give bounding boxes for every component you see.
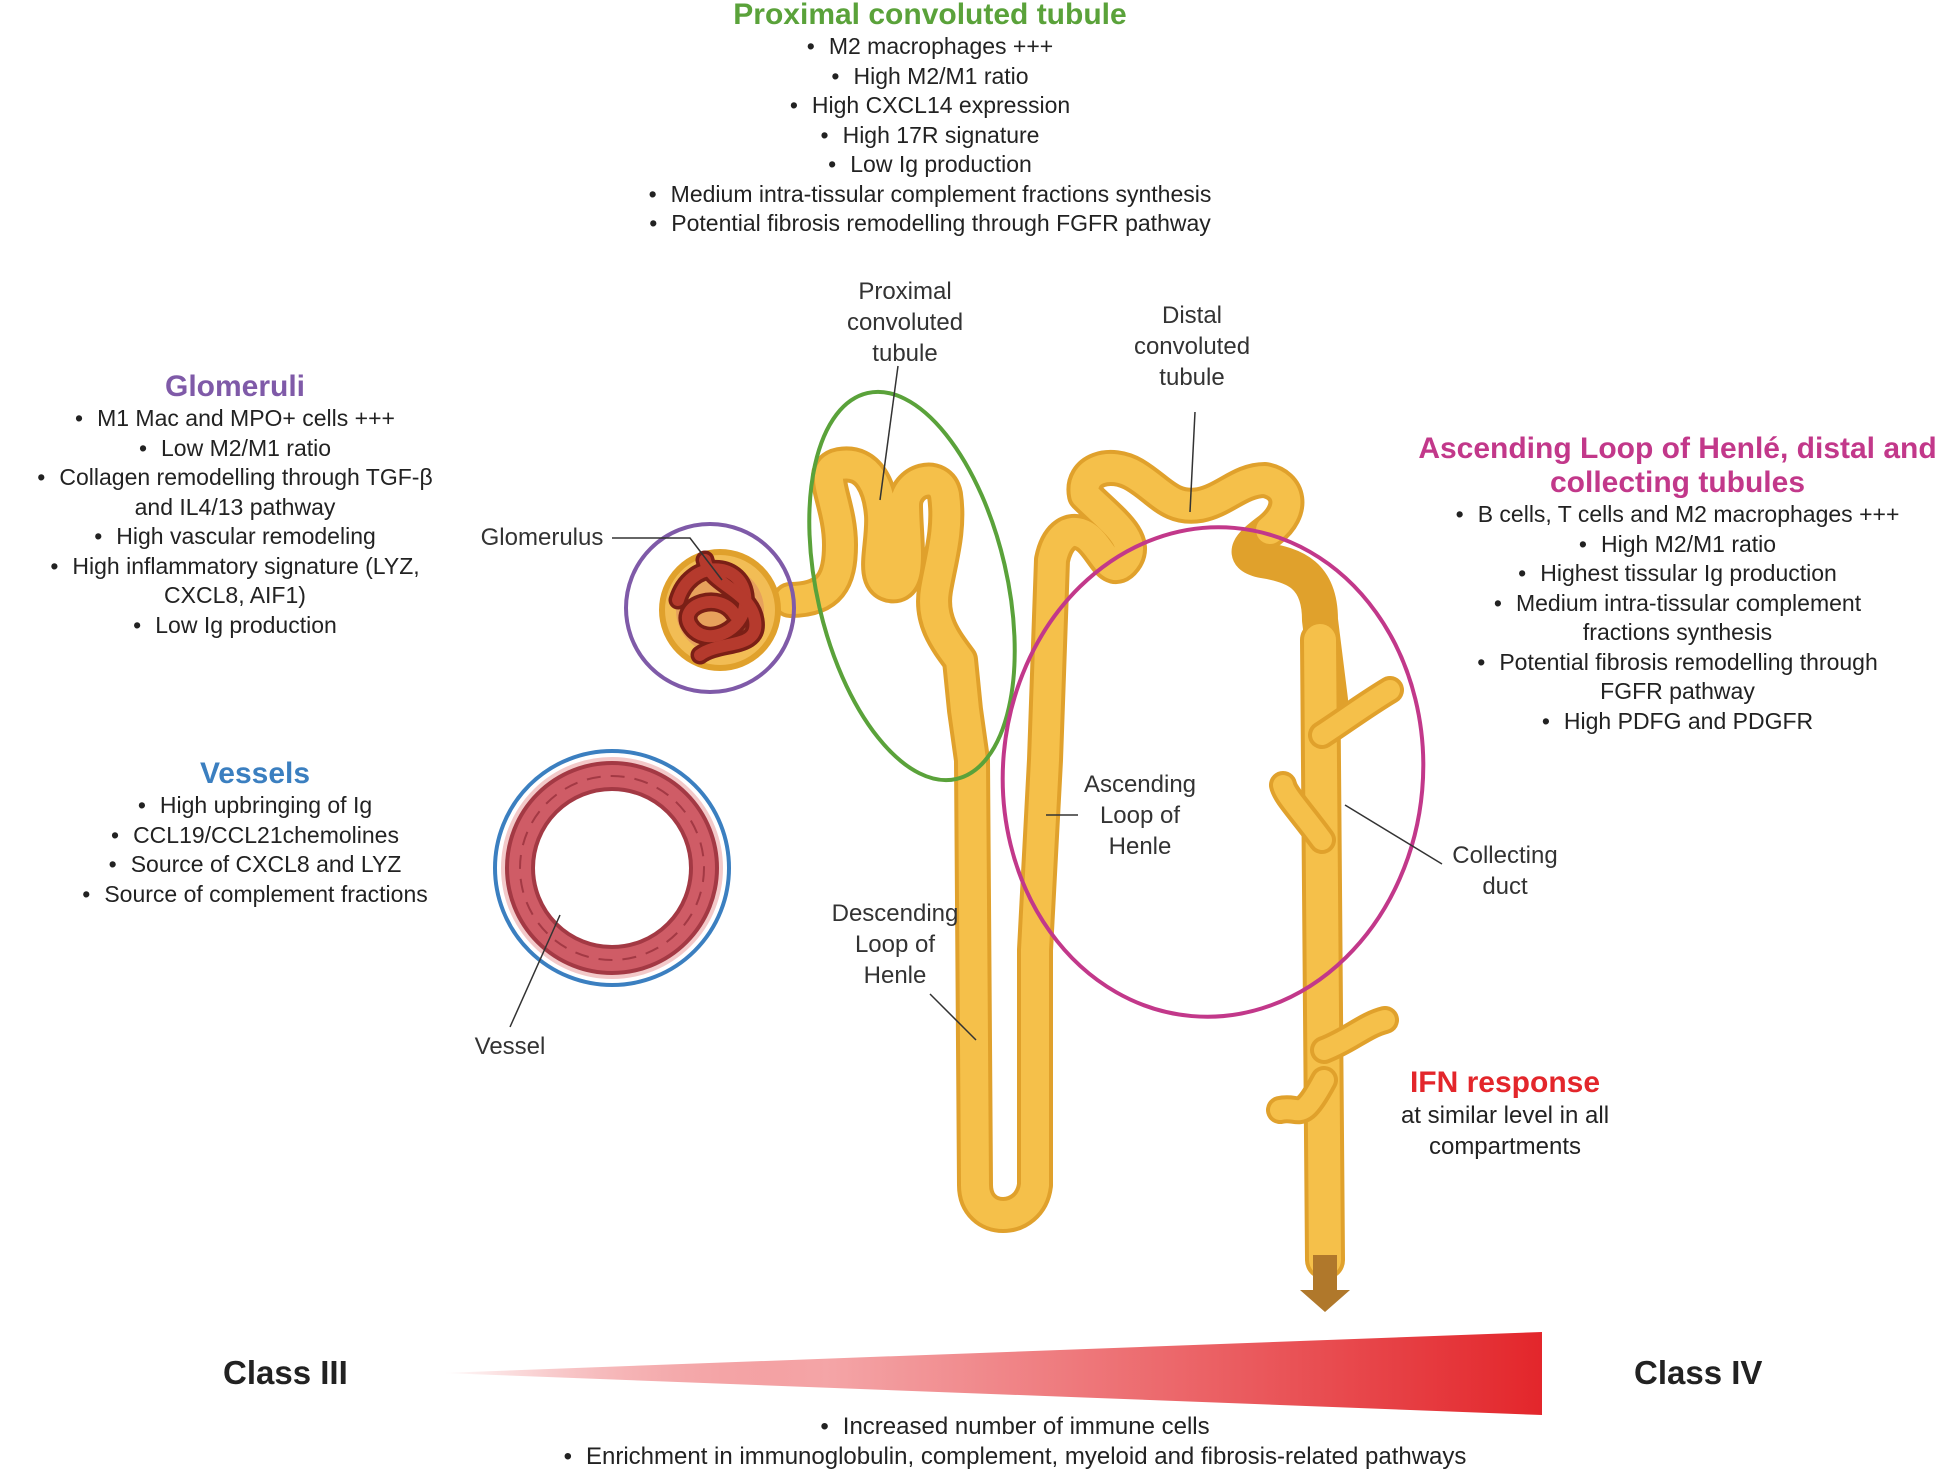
label-line: convoluted — [846, 309, 964, 336]
list-item: Low Ig production — [540, 150, 1320, 180]
vessel-label: Vessel — [430, 1031, 590, 1062]
list-item: High PDFG and PDGFR — [1405, 707, 1950, 737]
label-line: tubule — [872, 340, 938, 367]
list-item: Increased number of immune cells — [250, 1412, 1780, 1442]
nephron-tubule — [772, 446, 1404, 1312]
ifn-line1: at similar level in all — [1400, 1102, 1610, 1129]
ifn-line2: compartments — [1428, 1133, 1582, 1160]
glomerulus-label: Glomerulus — [462, 522, 622, 553]
label-line: Proximal — [858, 278, 952, 305]
bottom-list: Increased number of immune cells Enrichm… — [250, 1412, 1780, 1472]
label-line: tubule — [1159, 364, 1225, 391]
list-item: M2 macrophages +++ — [540, 32, 1320, 62]
list-item: High 17R signature — [540, 121, 1320, 151]
list-item: Medium intra-tissular complement — [1405, 589, 1950, 619]
glomerulus-region-circle — [624, 522, 796, 694]
loop-list: B cells, T cells and M2 macrophages +++ … — [1405, 500, 1950, 736]
loop-heading: Ascending Loop of Henlé, distal and coll… — [1405, 432, 1950, 500]
list-item: High M2/M1 ratio — [540, 62, 1320, 92]
pct-label: Proximal convoluted tubule — [805, 276, 1005, 369]
ifn-heading: IFN response — [1409, 1066, 1601, 1099]
vessels-list: High upbringing of Ig CCL19/CCL21chemoli… — [50, 791, 460, 909]
list-item: Low Ig production — [0, 611, 470, 641]
list-item: Medium intra-tissular complement fractio… — [540, 180, 1320, 210]
list-item: High M2/M1 ratio — [1405, 530, 1950, 560]
loop-region-ellipse — [1000, 525, 1426, 1019]
list-item: High upbringing of Ig — [50, 791, 460, 821]
list-item: Highest tissular Ig production — [1405, 559, 1950, 589]
glomeruli-heading: Glomeruli — [164, 370, 306, 403]
label-line: Henle — [1108, 833, 1172, 860]
vessels-block: Vessels High upbringing of Ig CCL19/CCL2… — [50, 757, 460, 909]
list-item: High CXCL14 expression — [540, 91, 1320, 121]
list-item: Potential fibrosis remodelling through F… — [540, 209, 1320, 239]
vessel-illustration — [501, 757, 723, 979]
loop-heading-line1: Ascending Loop of Henlé, distal and — [1418, 432, 1937, 465]
list-item: Collagen remodelling through TGF-β — [0, 463, 470, 493]
pct-region-ellipse — [807, 389, 1017, 783]
vessel-region-circle — [493, 749, 731, 987]
vessels-heading: Vessels — [199, 757, 311, 790]
glomerulus-illustration — [659, 549, 781, 671]
ascending-loop-label: Ascending Loop of Henle — [1040, 769, 1240, 862]
list-item: Source of CXCL8 and LYZ — [50, 850, 460, 880]
label-line: convoluted — [1133, 333, 1251, 360]
list-item: FGFR pathway — [1600, 678, 1755, 704]
pct-block: Proximal convoluted tubule M2 macrophage… — [540, 0, 1320, 239]
list-item: CXCL8, AIF1) — [164, 582, 306, 608]
list-item: Low M2/M1 ratio — [0, 434, 470, 464]
label-line: Henle — [863, 962, 927, 989]
class-gradient-bar — [442, 1332, 1542, 1415]
label-line: Loop of — [1099, 802, 1181, 829]
ifn-block: IFN response at similar level in all com… — [1350, 1066, 1660, 1162]
label-line: Vessel — [474, 1033, 546, 1060]
label-line: Distal — [1161, 302, 1222, 329]
glomeruli-list: M1 Mac and MPO+ cells +++ Low M2/M1 rati… — [0, 404, 470, 640]
list-item: and IL4/13 pathway — [134, 493, 336, 520]
class-iv-label: Class IV — [1634, 1354, 1763, 1391]
label-line: Ascending — [1083, 771, 1197, 798]
dct-label: Distal convoluted tubule — [1092, 300, 1292, 393]
list-item: M1 Mac and MPO+ cells +++ — [0, 404, 470, 434]
glomeruli-block: Glomeruli M1 Mac and MPO+ cells +++ Low … — [0, 370, 470, 640]
list-item: Potential fibrosis remodelling through — [1405, 648, 1950, 678]
loop-heading-line2: collecting tubules — [1549, 466, 1806, 499]
label-line: Descending — [831, 900, 959, 927]
bottom-block: Increased number of immune cells Enrichm… — [250, 1412, 1780, 1472]
loop-block: Ascending Loop of Henlé, distal and coll… — [1405, 432, 1950, 736]
label-line: Collecting — [1452, 842, 1558, 869]
list-item: fractions synthesis — [1582, 619, 1773, 645]
list-item: CCL19/CCL21chemolines — [50, 821, 460, 851]
list-item: Enrichment in immunoglobulin, complement… — [250, 1442, 1780, 1472]
label-line: Loop of — [854, 931, 936, 958]
list-item: High vascular remodeling — [0, 522, 470, 552]
label-line: duct — [1482, 873, 1528, 900]
list-item: B cells, T cells and M2 macrophages +++ — [1405, 500, 1950, 530]
descending-loop-label: Descending Loop of Henle — [795, 898, 995, 991]
list-item: Source of complement fractions — [50, 880, 460, 910]
pct-heading: Proximal convoluted tubule — [733, 0, 1127, 31]
list-item: High inflammatory signature (LYZ, — [0, 552, 470, 582]
label-line: Glomerulus — [480, 524, 604, 551]
pct-list: M2 macrophages +++ High M2/M1 ratio High… — [540, 32, 1320, 239]
collecting-duct-label: Collecting duct — [1405, 840, 1605, 902]
class-iii-label: Class III — [223, 1354, 348, 1391]
leader-lines — [509, 365, 1443, 1041]
